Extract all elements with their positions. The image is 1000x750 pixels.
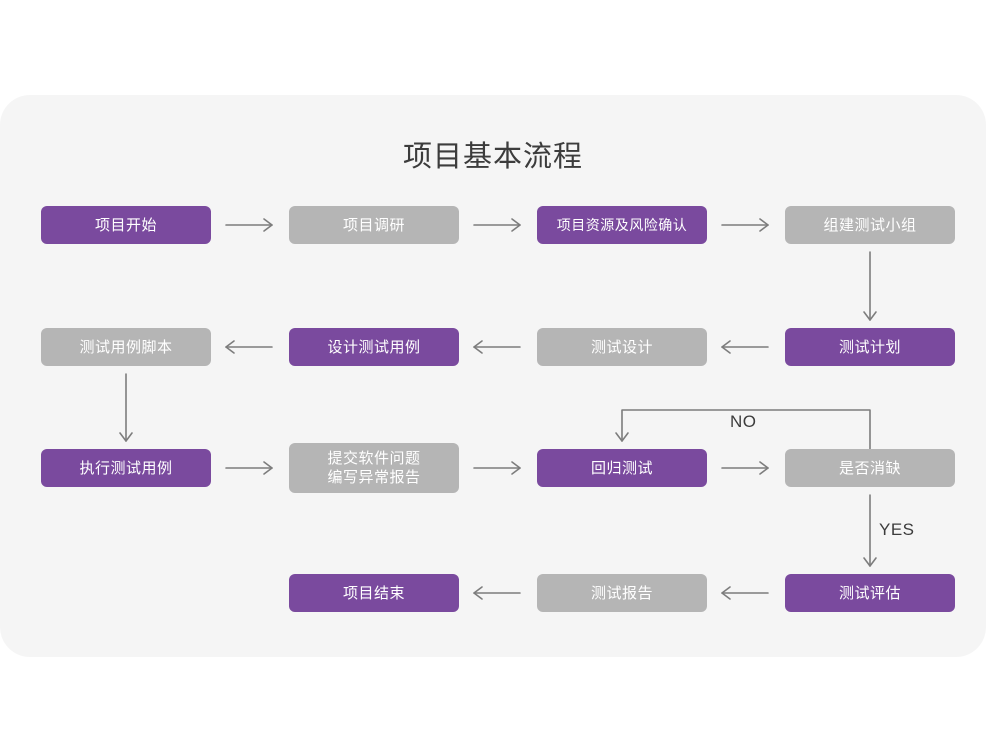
node-project-start[interactable]: 项目开始	[41, 206, 211, 244]
node-test-report[interactable]: 测试报告	[537, 574, 707, 612]
node-test-plan[interactable]: 测试计划	[785, 328, 955, 366]
node-form-test-team[interactable]: 组建测试小组	[785, 206, 955, 244]
node-project-end[interactable]: 项目结束	[289, 574, 459, 612]
node-design-test-case[interactable]: 设计测试用例	[289, 328, 459, 366]
flowchart-card	[0, 95, 986, 657]
node-submit-bug-report[interactable]: 提交软件问题 编写异常报告	[289, 443, 459, 493]
node-project-research[interactable]: 项目调研	[289, 206, 459, 244]
page-title: 项目基本流程	[402, 141, 583, 173]
node-test-case-script[interactable]: 测试用例脚本	[41, 328, 211, 366]
node-execute-test-case[interactable]: 执行测试用例	[41, 449, 211, 487]
node-defect-resolved[interactable]: 是否消缺	[785, 449, 955, 487]
node-resource-risk[interactable]: 项目资源及风险确认	[537, 206, 707, 244]
node-test-evaluation[interactable]: 测试评估	[785, 574, 955, 612]
node-test-design[interactable]: 测试设计	[537, 328, 707, 366]
edge-label-no: NO	[730, 412, 757, 431]
node-regression-test[interactable]: 回归测试	[537, 449, 707, 487]
edge-label-yes: YES	[879, 520, 915, 539]
